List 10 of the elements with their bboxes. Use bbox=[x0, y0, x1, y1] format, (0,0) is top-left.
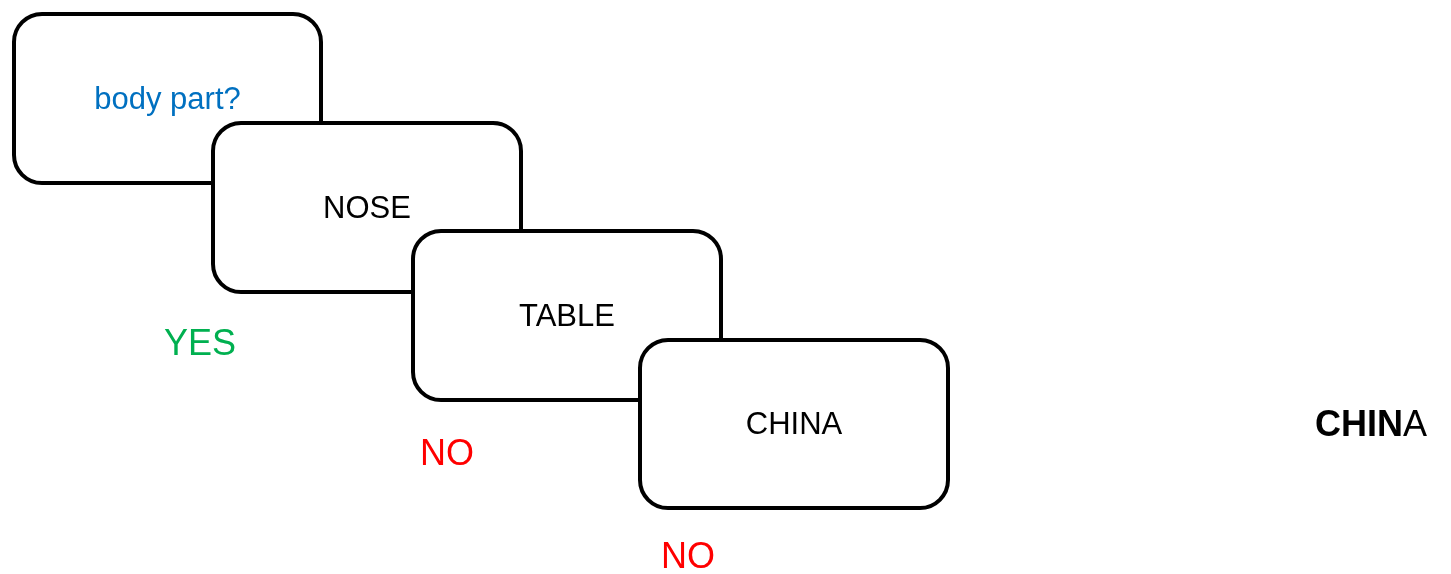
answer-text: YES bbox=[164, 322, 236, 364]
answer-text: NO bbox=[420, 432, 474, 474]
card-text: body part? bbox=[94, 80, 241, 117]
card-text: TABLE bbox=[519, 297, 615, 334]
card-text: NOSE bbox=[323, 189, 411, 226]
word-card bbox=[638, 338, 950, 510]
word-card bbox=[411, 229, 723, 402]
word-text: CHINA bbox=[1315, 403, 1427, 445]
answer-text: NO bbox=[661, 535, 715, 574]
card-text: CHINA bbox=[745, 406, 843, 442]
